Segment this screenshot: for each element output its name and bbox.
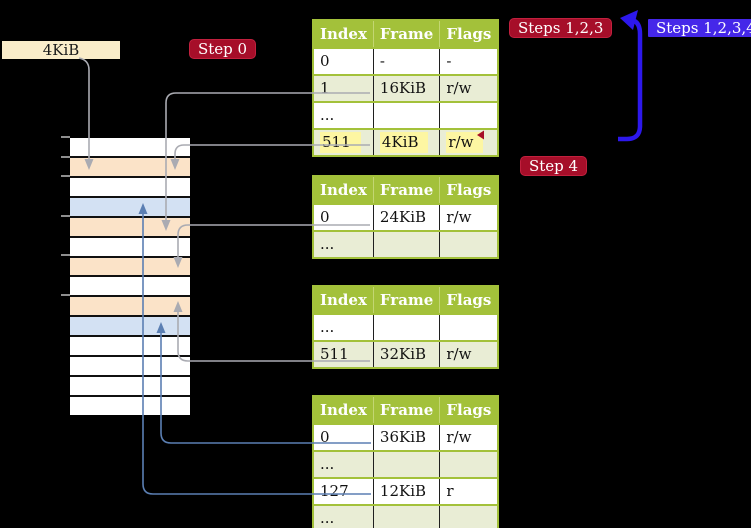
- cell-flags: r/w: [439, 128, 499, 156]
- memory-row: [70, 177, 190, 198]
- table-row: 0 36KiB r/w: [313, 423, 499, 451]
- arrowhead-left-icon: [620, 10, 638, 30]
- table-row: ...: [313, 450, 499, 478]
- physical-memory-column: [70, 138, 190, 415]
- table-row: 127 12KiB r: [313, 477, 499, 505]
- cell-flags: r: [439, 477, 499, 505]
- col-header-frame: Frame: [372, 20, 440, 48]
- cell-index: ...: [313, 313, 374, 341]
- cell-frame: 24KiB: [372, 203, 440, 231]
- address-tick: [61, 136, 70, 138]
- cell-frame: 4KiB: [372, 128, 440, 156]
- memory-row-data-page: [70, 197, 190, 218]
- big-return-arrow: [618, 17, 643, 142]
- col-header-flags: Flags: [439, 176, 499, 204]
- address-tick: [61, 294, 70, 296]
- table-row: 0 24KiB r/w: [313, 203, 499, 231]
- page-table-level-3: Index Frame Flags ... 511 32KiB r/w: [312, 285, 500, 369]
- memory-row-data-page: [70, 317, 190, 338]
- page-table-level-4: Index Frame Flags 0 36KiB r/w ... 127 12…: [312, 395, 500, 528]
- address-tick: [61, 215, 70, 217]
- cell-flags: r/w: [439, 340, 499, 368]
- table-row: 0 - -: [313, 47, 499, 75]
- table-row: ...: [313, 504, 499, 528]
- address-tick: [61, 254, 70, 256]
- col-header-frame: Frame: [372, 286, 440, 314]
- col-header-flags: Flags: [439, 396, 499, 424]
- col-header-flags: Flags: [439, 20, 499, 48]
- table-header-row: Index Frame Flags: [313, 396, 499, 424]
- cell-index: 511: [313, 340, 374, 368]
- col-header-frame: Frame: [372, 396, 440, 424]
- address-tick: [61, 175, 70, 177]
- badge-step-4: Step 4: [520, 156, 588, 176]
- cell-flags: [439, 450, 499, 478]
- cell-frame: 32KiB: [372, 340, 440, 368]
- cell-frame: [372, 313, 440, 341]
- memory-row: [70, 357, 190, 378]
- cell-index: ...: [313, 450, 374, 478]
- memory-row: [70, 277, 190, 298]
- cell-frame: 16KiB: [372, 74, 440, 102]
- memory-row: [70, 237, 190, 258]
- table-row: 511 32KiB r/w: [313, 340, 499, 368]
- cell-flags: [439, 313, 499, 341]
- cell-flags: -: [439, 47, 499, 75]
- memory-row: [70, 337, 190, 358]
- cell-frame: [372, 101, 440, 129]
- cell-index: 0: [313, 423, 374, 451]
- cell-flags: r/w: [439, 74, 499, 102]
- memory-row-page-table: [70, 297, 190, 318]
- cell-index: 511: [313, 128, 374, 156]
- address-tick: [61, 156, 70, 158]
- memory-row-page-table: [70, 217, 190, 238]
- table-row: ...: [313, 313, 499, 341]
- badge-steps-1-2-3: Steps 1,2,3: [509, 18, 613, 38]
- col-header-index: Index: [313, 176, 374, 204]
- cell-frame: 12KiB: [372, 477, 440, 505]
- cell-flags: [439, 504, 499, 528]
- page-table-level-2: Index Frame Flags 0 24KiB r/w ...: [312, 175, 500, 259]
- cell-flags: [439, 101, 499, 129]
- col-header-index: Index: [313, 286, 374, 314]
- cell-index: 0: [313, 47, 374, 75]
- badge-step-0: Step 0: [189, 39, 257, 59]
- table-header-row: Index Frame Flags: [313, 20, 499, 48]
- cell-frame: 36KiB: [372, 423, 440, 451]
- cell-index: ...: [313, 230, 374, 258]
- page-table-level-1: Index Frame Flags 0 - - 1 16KiB r/w ...: [312, 19, 500, 157]
- memory-row: [70, 377, 190, 397]
- table-header-row: Index Frame Flags: [313, 286, 499, 314]
- col-header-index: Index: [313, 396, 374, 424]
- table-row: 1 16KiB r/w: [313, 74, 499, 102]
- frame-size-label: 4KiB: [2, 41, 120, 59]
- cell-index: 0: [313, 203, 374, 231]
- cell-frame: [372, 450, 440, 478]
- cell-frame: [372, 230, 440, 258]
- memory-row-page-table: [70, 157, 190, 178]
- table-row: ...: [313, 230, 499, 258]
- cell-index: ...: [313, 504, 374, 528]
- cell-flags: r/w: [439, 423, 499, 451]
- table-header-row: Index Frame Flags: [313, 176, 499, 204]
- memory-row-page-table: [70, 257, 190, 278]
- memory-row: [70, 138, 190, 158]
- cell-index: 1: [313, 74, 374, 102]
- cell-flags: [439, 230, 499, 258]
- cell-flags: r/w: [439, 203, 499, 231]
- col-header-index: Index: [313, 20, 374, 48]
- col-header-frame: Frame: [372, 176, 440, 204]
- table-row-highlighted: 511 4KiB r/w: [313, 128, 499, 156]
- cell-index: 127: [313, 477, 374, 505]
- badge-steps-1-2-3-4: Steps 1,2,3,4: [648, 19, 751, 37]
- memory-row: [70, 396, 190, 415]
- cell-frame: -: [372, 47, 440, 75]
- table-row: ...: [313, 101, 499, 129]
- cell-index: ...: [313, 101, 374, 129]
- cell-frame: [372, 504, 440, 528]
- col-header-flags: Flags: [439, 286, 499, 314]
